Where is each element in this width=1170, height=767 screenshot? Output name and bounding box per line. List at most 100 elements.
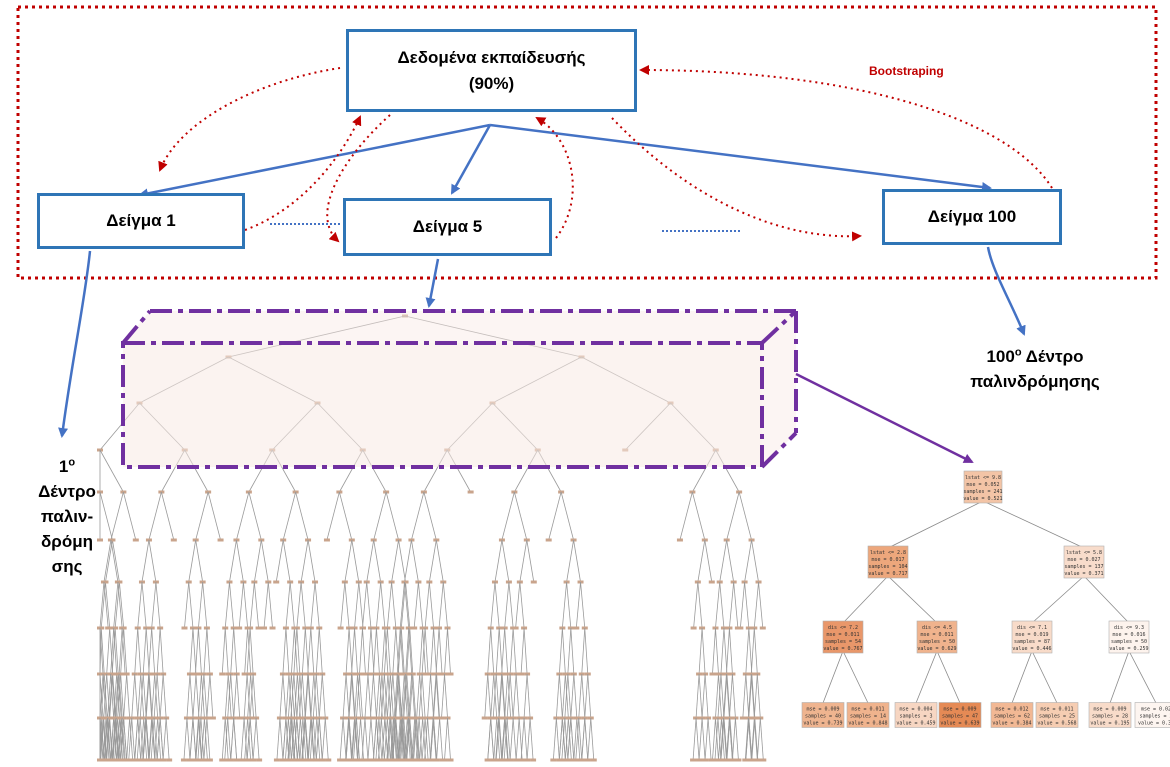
zoom-root-node-text: mse = 0.052 xyxy=(966,482,999,488)
tree-edge xyxy=(282,627,287,675)
tree-edge xyxy=(360,717,364,761)
tree-edge xyxy=(413,581,419,629)
tree-edge xyxy=(367,627,372,675)
tree-edge xyxy=(720,627,725,675)
tree-edge xyxy=(128,717,133,761)
tree-edge xyxy=(386,673,391,719)
zoom-level2-node-text: dis <= 4.5 xyxy=(922,625,952,631)
tree-node xyxy=(160,758,167,762)
tree-edge xyxy=(289,581,295,629)
tree-edge xyxy=(404,539,412,583)
tree-edge xyxy=(310,627,315,675)
first-tree-label: 1ο Δέντρο παλιν- δρόμη σης xyxy=(22,454,112,579)
tree-edge xyxy=(433,673,437,719)
tree-edge xyxy=(201,673,205,719)
tree-edge xyxy=(421,627,426,675)
tree-edge xyxy=(148,717,153,761)
tree-edge xyxy=(301,627,306,675)
zoom-tree-edge xyxy=(982,500,1085,549)
tree-edge xyxy=(357,673,361,719)
tree-edge xyxy=(718,673,722,719)
tree-edge xyxy=(573,717,578,761)
tree-edge xyxy=(198,717,203,761)
tree-edge xyxy=(428,539,437,583)
tree-edge xyxy=(209,673,214,719)
tree-edge xyxy=(555,717,560,761)
arrow-s100-tree100 xyxy=(986,246,1026,336)
tree-node xyxy=(170,538,177,542)
tree-edge xyxy=(99,627,104,675)
tree-edge xyxy=(224,627,229,675)
zoom-level1-node xyxy=(1063,545,1105,579)
tree-edge xyxy=(418,717,423,761)
tree-edge xyxy=(195,627,199,675)
zoom-level1-node-text: samples = 137 xyxy=(1064,564,1103,570)
tree-edge xyxy=(375,717,380,761)
zoom-leaf-node xyxy=(801,702,845,728)
tree-node xyxy=(236,626,243,630)
tree-node xyxy=(402,758,409,762)
tree-edge xyxy=(566,539,574,583)
tree-edge xyxy=(145,717,150,761)
tree-node xyxy=(573,626,580,630)
tree-edge xyxy=(439,717,443,761)
tree-edge xyxy=(247,717,252,761)
tree-edge xyxy=(487,627,492,675)
tree-edge xyxy=(290,673,295,719)
tree-edge xyxy=(424,581,430,629)
tree-edge xyxy=(520,717,525,761)
tree-edge xyxy=(381,717,386,761)
tree-edge xyxy=(302,717,307,761)
tree-edge xyxy=(414,717,419,761)
tree-edge xyxy=(590,717,595,761)
tree-edge xyxy=(555,673,560,719)
tree-edge xyxy=(373,627,377,675)
tree-node xyxy=(358,758,365,762)
tree-edge xyxy=(118,627,123,675)
tree-edge xyxy=(512,673,517,719)
tree-edge xyxy=(151,717,156,761)
tree-edge xyxy=(326,491,340,541)
tree-edge xyxy=(490,627,495,675)
zoom-tree-edge xyxy=(887,500,984,549)
tree-edge xyxy=(246,673,251,719)
tree-edge xyxy=(707,717,712,761)
last-tree-sup: ο xyxy=(1014,346,1022,359)
tree-edge xyxy=(159,717,164,761)
tree-edge xyxy=(117,717,122,761)
tree-edge xyxy=(106,673,111,719)
tree-edge xyxy=(408,627,413,675)
zoom-level2-node-text: dis <= 7.2 xyxy=(828,625,858,631)
tree-edge xyxy=(501,627,506,675)
tree-edge xyxy=(723,627,728,675)
tree-node xyxy=(325,758,332,762)
tree-edge xyxy=(501,673,506,719)
tree-edge xyxy=(342,673,347,719)
tree-edge xyxy=(151,627,156,675)
tree-edge xyxy=(402,673,407,719)
tree-node xyxy=(256,758,263,762)
tree-edge xyxy=(744,539,752,583)
tree-edge xyxy=(195,717,199,761)
zoom-tree-edge xyxy=(887,575,938,624)
tree-node xyxy=(313,758,320,762)
tree-edge xyxy=(501,717,506,761)
tree-edge xyxy=(411,491,425,541)
tree-edge xyxy=(693,581,699,629)
tree-edge xyxy=(287,717,292,761)
tree-edge xyxy=(151,673,156,719)
tree-edge xyxy=(236,539,244,583)
tree-edge xyxy=(296,673,301,719)
tree-edge xyxy=(444,627,448,675)
tree-edge xyxy=(704,673,709,719)
tree-edge xyxy=(441,673,445,719)
tree-edge xyxy=(399,581,405,629)
tree-edge xyxy=(236,673,241,719)
tree-node xyxy=(261,626,268,630)
tree-edge xyxy=(432,717,437,761)
tree-node xyxy=(206,758,213,762)
tree-edge xyxy=(114,673,119,719)
tree-edge xyxy=(131,673,136,719)
tree-edge xyxy=(421,717,426,761)
tree-node xyxy=(134,758,141,762)
